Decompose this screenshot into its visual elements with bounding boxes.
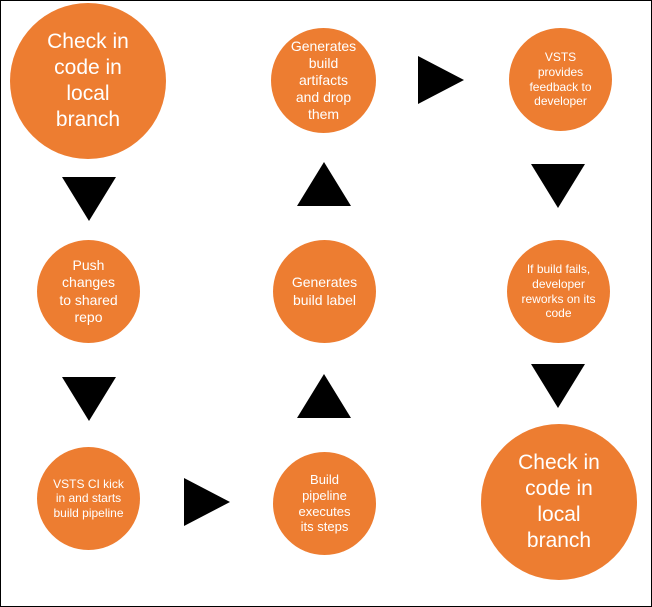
arrow-down-2	[62, 377, 116, 421]
node-vsts-feedback: VSTS provides feedback to developer	[509, 28, 612, 131]
arrow-down-3	[531, 164, 585, 208]
arrow-right-top	[418, 56, 464, 104]
arrow-up-1	[297, 374, 351, 418]
node-build-fails: If build fails, developer reworks on its…	[507, 240, 610, 343]
node-check-in-top: Check in code in local branch	[10, 3, 166, 159]
node-check-in-bottom: Check in code in local branch	[481, 424, 637, 580]
arrow-right-bottom	[184, 478, 230, 526]
node-build-label: Generates build label	[273, 240, 376, 343]
arrow-up-2	[297, 162, 351, 206]
arrow-down-1	[62, 177, 116, 221]
arrow-down-4	[531, 364, 585, 408]
node-vsts-ci: VSTS CI kick in and starts build pipelin…	[37, 447, 140, 550]
node-build-artifacts: Generates build artifacts and drop them	[271, 28, 376, 133]
node-push-changes: Push changes to shared repo	[37, 240, 140, 343]
node-build-pipeline: Build pipeline executes its steps	[273, 452, 376, 555]
